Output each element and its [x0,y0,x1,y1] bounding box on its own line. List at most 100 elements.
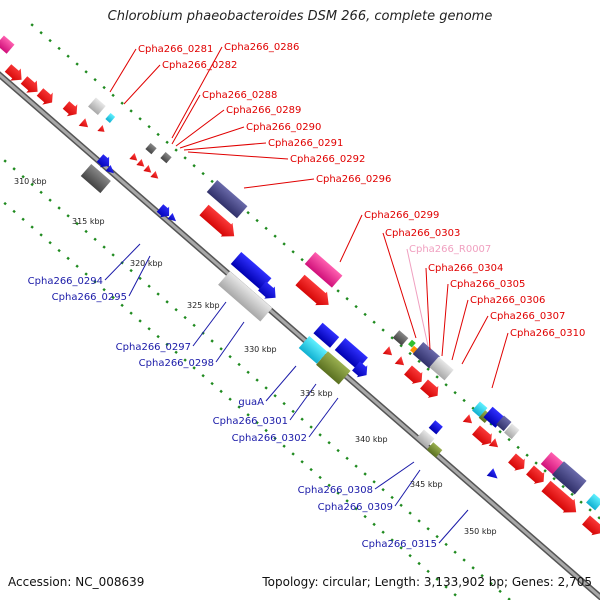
leader-line [183,142,267,151]
leader-line [374,461,415,490]
gene-arrow [486,468,498,479]
lower-gene-labels: Cpha266_0294Cpha266_0295Cpha266_0297Cpha… [28,276,437,550]
scale-label: 340 kbp [355,435,388,444]
leader-line [187,151,289,160]
gene-block [410,345,418,354]
gene-arrow [420,379,439,398]
gene-block [160,151,172,164]
gene-block [426,442,443,458]
leader-line [382,232,417,339]
tick-tracks [3,23,600,600]
gene-block [428,420,443,435]
gene-label: Cpha266_0302 [232,433,307,444]
gene-arrow [258,281,276,299]
gene-label: Cpha266_0315 [362,539,437,550]
gene-arrow [4,64,22,81]
gene-block [0,35,15,54]
gene-block [552,461,587,495]
gene-arrow [143,164,152,173]
gene-label: Cpha266_0286 [224,42,299,53]
gene-block [88,97,106,116]
gene-arrow [167,212,177,222]
upper-strand-genes [0,35,600,536]
gene-arrow [394,356,405,366]
scale-label: 315 kbp [72,217,105,226]
gene-arrow [352,361,368,378]
gene-label: Cpha266_0304 [428,263,503,274]
gene-block [105,112,116,123]
gene-block [80,163,111,194]
gene-label: Cpha266_0290 [246,122,321,133]
gene-block [298,335,328,364]
gene-block [416,429,435,448]
gene-arrow [472,425,492,446]
gene-block [472,401,488,418]
gene-label: Cpha266_0289 [226,105,301,116]
leader-line [192,301,227,347]
gene-label: Cpha266_0309 [318,502,393,513]
gene-arrow [404,365,423,384]
leader-line [109,48,137,93]
gene-block [496,415,512,432]
gene-label: Cpha266_0292 [290,154,365,165]
gene-block [316,351,351,385]
gene-arrow [97,124,105,132]
leader-line [243,178,315,189]
scale-label: 335 kbp [300,389,333,398]
gene-arrow [136,158,145,167]
gene-block [392,330,409,346]
leader-line [461,315,489,365]
gene-arrow [105,164,115,174]
scale-label: 345 kbp [410,480,443,489]
scale-label: 310 kbp [14,177,47,186]
gene-label: Cpha266_0301 [213,416,288,427]
gene-label: Cpha266_0298 [139,358,214,369]
gene-block [408,339,416,348]
gene-label: Cpha266_0303 [385,228,460,239]
leader-line [339,214,363,263]
gene-label: Cpha266_R0007 [409,244,491,255]
scale-label: 350 kbp [464,527,497,536]
lower-strand-genes [80,154,498,479]
leader-line [265,365,297,402]
leader-line [171,94,201,145]
gene-label: Cpha266_0296 [316,174,391,185]
gene-block [230,251,272,291]
leader-line [438,509,469,544]
gene-arrow [20,76,38,93]
gene-arrow [36,88,53,105]
leader-line [215,321,245,363]
gene-arrow [541,480,577,513]
gene-label: Cpha266_0294 [28,276,103,287]
scale-label: 330 kbp [244,345,277,354]
gene-label: Cpha266_0306 [470,295,545,306]
gene-block [586,493,600,511]
map-title: Chlorobium phaeobacteroides DSM 266, com… [107,9,493,24]
gene-block [313,322,340,348]
leader-line [425,267,431,351]
scale-label: 325 kbp [187,301,220,310]
gene-label: Cpha266_0297 [116,342,191,353]
topology-text: Topology: circular; Length: 3,133,902 bp… [262,575,592,589]
gene-block [504,423,520,440]
gene-label: Cpha266_0307 [490,311,565,322]
leader-line [175,109,225,147]
gene-block [145,142,157,155]
genome-backbone [0,71,600,600]
gene-arrow [78,118,89,128]
gene-arrow [96,154,110,168]
gene-arrow [508,453,525,471]
gene-label: Cpha266_0288 [202,90,277,101]
leader-line [289,383,317,421]
gene-label: Cpha266_0295 [52,292,127,303]
gene-arrow [156,204,170,218]
gene-label: Cpha266_0299 [364,210,439,221]
gene-arrow [295,274,329,306]
leader-line [394,469,421,507]
leader-line [491,332,509,389]
leader-line [128,255,151,297]
leader-line [171,46,223,139]
